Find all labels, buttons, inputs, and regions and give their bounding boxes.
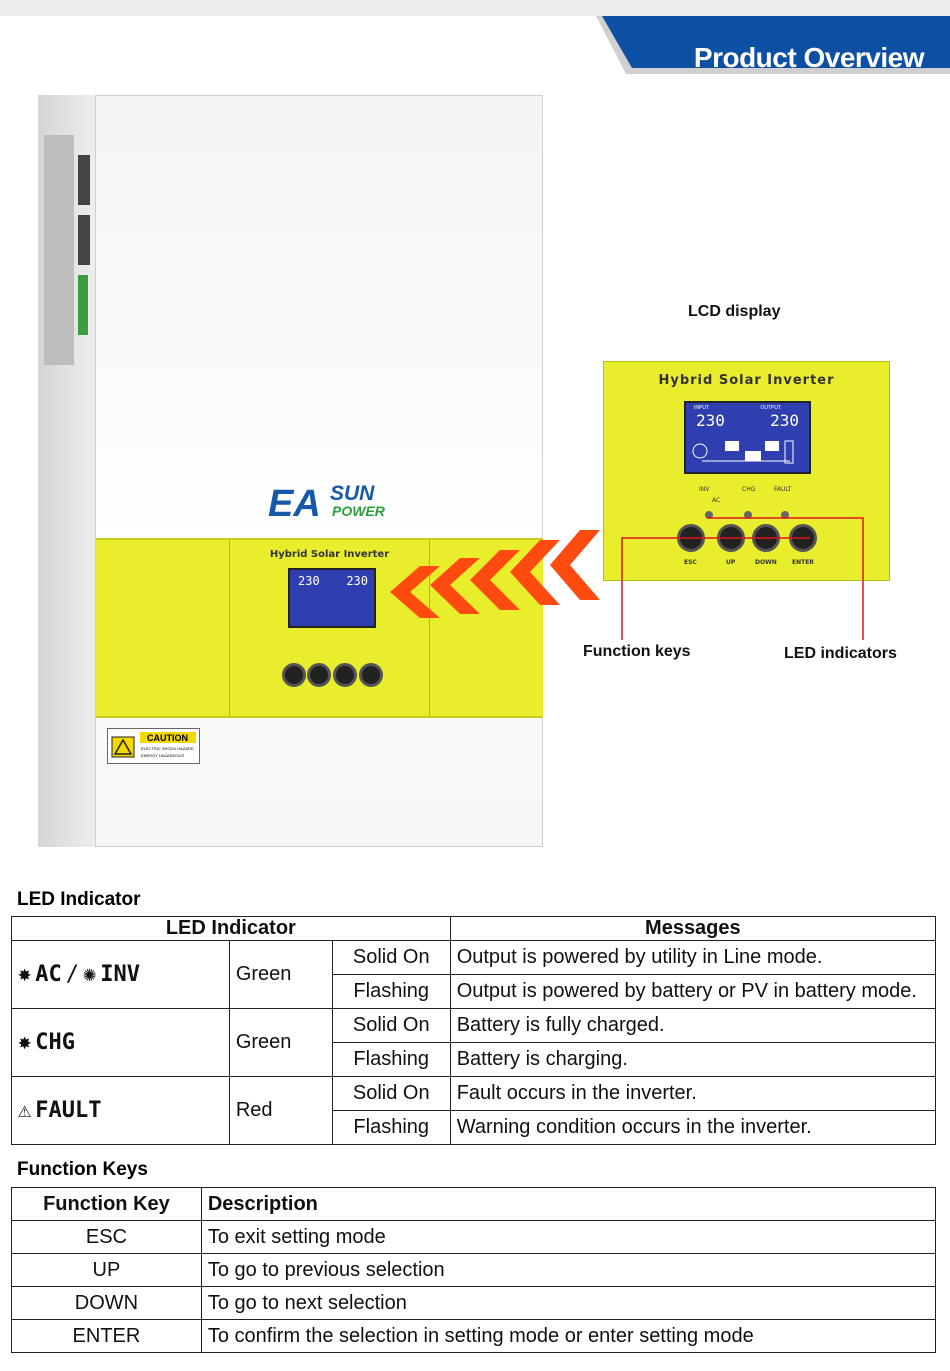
vent-grille xyxy=(44,135,90,365)
zoom-panel-title: Hybrid Solar Inverter xyxy=(658,373,835,388)
down-key-label: DOWN xyxy=(755,559,777,566)
easun-logo: EA SUN POWER xyxy=(268,480,408,525)
indicator-fault: ⚠FAULT xyxy=(11,1076,230,1145)
table-row: ✸CHG Green Solid On Battery is fully cha… xyxy=(11,1008,937,1077)
led-message: Fault occurs in the inverter. xyxy=(449,1076,937,1111)
callout-led-indicators: LED indicators xyxy=(784,645,897,662)
table-row: ENTER To confirm the selection in settin… xyxy=(11,1319,937,1353)
function-keys-table: Function Key Description ESC To exit set… xyxy=(11,1187,937,1353)
header-banner: Product Overview xyxy=(596,16,950,74)
callout-lines xyxy=(621,517,864,640)
inverter-front xyxy=(95,95,543,847)
warning-triangle-icon: ⚠ xyxy=(18,1098,32,1123)
led-section-title: LED Indicator xyxy=(17,889,141,910)
function-key: ENTER xyxy=(11,1319,202,1353)
sun-icon: ✺ xyxy=(83,962,97,987)
led-state: Solid On xyxy=(331,940,451,975)
led-state: Flashing xyxy=(331,1110,451,1145)
sun-icon: ✸ xyxy=(18,1030,32,1055)
lcd-screen: INPUT OUTPUT 230 230 xyxy=(684,401,811,474)
led-table-header-indicator: LED Indicator xyxy=(11,916,451,941)
esc-key-label: ESC xyxy=(684,559,697,566)
led-color: Green xyxy=(228,1008,333,1077)
led-message: Output is powered by battery or PV in ba… xyxy=(449,974,937,1009)
fk-header-key: Function Key xyxy=(11,1187,202,1221)
sun-icon: ✸ xyxy=(18,962,32,987)
table-header-row: LED Indicator Messages xyxy=(11,916,937,941)
function-description: To go to next selection xyxy=(200,1286,937,1320)
table-header-row: Function Key Description xyxy=(11,1187,937,1221)
led-color: Red xyxy=(228,1076,333,1145)
table-row: ⚠FAULT Red Solid On Fault occurs in the … xyxy=(11,1076,937,1145)
page-title: Product Overview xyxy=(693,42,925,73)
function-description: To exit setting mode xyxy=(200,1220,937,1254)
device-control-panel: Hybrid Solar Inverter 230 230 xyxy=(229,540,430,716)
function-key: UP xyxy=(11,1253,202,1287)
led-message: Battery is charging. xyxy=(449,1042,937,1077)
device-panel-title: Hybrid Solar Inverter xyxy=(269,549,390,560)
device-down-key[interactable] xyxy=(333,663,357,687)
table-row: ✸AC/✺INV Green Solid On Output is powere… xyxy=(11,940,937,1009)
led-ac-label: AC xyxy=(712,497,721,504)
device-lcd-screen: 230 230 xyxy=(288,568,376,628)
lcd-status-icons xyxy=(692,440,794,464)
led-message: Warning condition occurs in the inverter… xyxy=(449,1110,937,1145)
led-color: Green xyxy=(228,940,333,1009)
up-key-label: UP xyxy=(726,559,736,566)
function-description: To go to previous selection xyxy=(200,1253,937,1287)
function-description: To confirm the selection in setting mode… xyxy=(200,1319,937,1353)
led-fault-label: FAULT xyxy=(774,486,792,493)
led-state: Flashing xyxy=(331,1042,451,1077)
led-state: Solid On xyxy=(331,1008,451,1043)
function-key: ESC xyxy=(11,1220,202,1254)
indicator-ac-inv: ✸AC/✺INV xyxy=(11,940,230,1009)
device-esc-key[interactable] xyxy=(282,663,306,687)
table-row: ESC To exit setting mode xyxy=(11,1220,937,1254)
led-inv-label: INV xyxy=(699,486,710,493)
function-section-title: Function Keys xyxy=(17,1159,148,1180)
top-strip xyxy=(0,0,950,16)
enter-key-label: ENTER xyxy=(792,559,814,566)
device-side-panel xyxy=(38,95,100,847)
led-message: Battery is fully charged. xyxy=(449,1008,937,1043)
table-row: Flashing Output is powered by battery or… xyxy=(12,974,937,1009)
callout-lcd-display: LCD display xyxy=(688,303,781,320)
led-fault xyxy=(781,511,789,519)
led-chg-label: CHG xyxy=(742,486,756,493)
table-row: Flashing Battery is charging. xyxy=(12,1042,937,1077)
svg-text:POWER: POWER xyxy=(332,503,386,519)
function-key: DOWN xyxy=(11,1286,202,1320)
led-table-header-messages: Messages xyxy=(449,916,937,941)
svg-text:EA: EA xyxy=(268,483,321,520)
device-up-key[interactable] xyxy=(307,663,331,687)
fk-header-description: Description xyxy=(200,1187,937,1221)
led-ac-inv xyxy=(705,511,713,519)
svg-text:SUN: SUN xyxy=(330,482,375,505)
table-row: UP To go to previous selection xyxy=(11,1253,937,1287)
lcd-output-value: 230 xyxy=(770,411,799,430)
device-enter-key[interactable] xyxy=(359,663,383,687)
lcd-input-value: 230 xyxy=(696,411,725,430)
led-indicator-table: LED Indicator Messages ✸AC/✺INV Green So… xyxy=(11,916,937,1145)
table-row: DOWN To go to next selection xyxy=(11,1286,937,1320)
led-state: Flashing xyxy=(331,974,451,1009)
zoom-arrows xyxy=(390,530,600,618)
led-state: Solid On xyxy=(331,1076,451,1111)
led-chg xyxy=(744,511,752,519)
callout-function-keys: Function keys xyxy=(583,643,691,660)
banner-shape xyxy=(596,16,950,74)
indicator-chg: ✸CHG xyxy=(11,1008,230,1077)
led-message: Output is powered by utility in Line mod… xyxy=(449,940,937,975)
table-row: Flashing Warning condition occurs in the… xyxy=(12,1110,937,1145)
caution-label: CAUTION ELECTRIC SHOCK HAZARD ENERGY HAZ… xyxy=(107,728,200,764)
